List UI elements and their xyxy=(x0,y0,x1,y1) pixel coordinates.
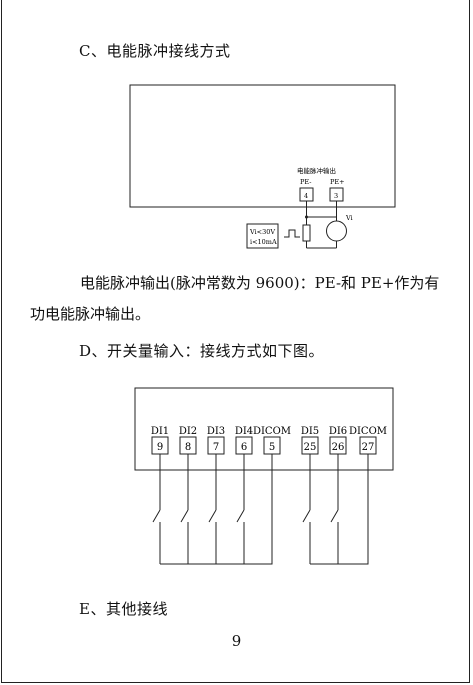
switch-contact xyxy=(208,454,217,564)
switch-terminal-number: 27 xyxy=(362,442,375,453)
meter-box xyxy=(129,84,396,208)
terminal-number-4: 4 xyxy=(304,192,308,200)
meter-box-switch xyxy=(134,387,394,471)
pulse-wire-pe-plus xyxy=(306,201,337,249)
switch-contact xyxy=(152,454,161,564)
switch-terminal-name: DI2 xyxy=(179,426,197,437)
source-label: Vi xyxy=(345,214,353,222)
switch-terminal-number: 7 xyxy=(213,442,219,453)
switch-terminal-name: DI6 xyxy=(329,426,347,437)
terminal-name-pe-plus: PE+ xyxy=(330,178,345,186)
switch-terminal-number: 8 xyxy=(185,442,191,453)
pulse-wiring-diagram: 电能脉冲输出 PE- PE+ 4 3 Vi Vi<30V i<10mA xyxy=(129,84,396,249)
section-e-heading: E、其他接线 xyxy=(79,600,168,618)
current-limit: i<10mA xyxy=(250,238,277,246)
voltage-source xyxy=(326,220,347,242)
switch-terminal-number: 25 xyxy=(304,442,317,453)
section-c-heading: C、电能脉冲接线方式 xyxy=(79,42,231,60)
terminal-number-3: 3 xyxy=(334,192,338,200)
pulse-description: 电能脉冲输出(脉冲常数为 9600)：PE-和 PE+作为有功电能脉冲输出。 xyxy=(30,274,440,323)
terminal-name-pe-minus: PE- xyxy=(300,178,311,186)
wire-junction xyxy=(305,215,308,219)
switch-terminal-name: DI1 xyxy=(151,426,169,437)
switch-terminal-number: 9 xyxy=(157,442,163,453)
switch-terminal-number: 26 xyxy=(332,442,345,453)
switch-terminal-name: DI4 xyxy=(235,426,253,437)
common-wire-2 xyxy=(310,454,369,565)
voltage-limit: Vi<30V xyxy=(249,228,275,236)
switch-terminal-number: 5 xyxy=(269,442,275,453)
section-d-heading: D、开关量输入：接线方式如下图。 xyxy=(79,342,325,360)
switch-terminal-name: DICOM xyxy=(349,426,387,437)
switch-contact xyxy=(236,454,245,564)
pulse-box-label: 电能脉冲输出 xyxy=(297,166,336,175)
switch-terminal-number: 6 xyxy=(241,442,247,453)
page-number: 9 xyxy=(231,632,242,650)
resistor xyxy=(302,224,311,242)
switch-terminal-name: DI3 xyxy=(207,426,225,437)
pulse-waveform-icon xyxy=(284,229,300,238)
limits-box xyxy=(246,223,279,249)
switch-contact xyxy=(330,454,339,564)
switch-input-diagram: DI1 9 DI2 8 DI3 7 DI4 6 DICOM 5 DI5 25 DI6 26 DICOM 27 xyxy=(134,387,394,565)
switch-contact xyxy=(302,454,311,564)
switch-contact xyxy=(180,454,189,564)
common-wire-1 xyxy=(160,454,273,565)
switch-terminal-name: DI5 xyxy=(301,426,319,437)
switch-terminal-name: DICOM xyxy=(253,426,291,437)
